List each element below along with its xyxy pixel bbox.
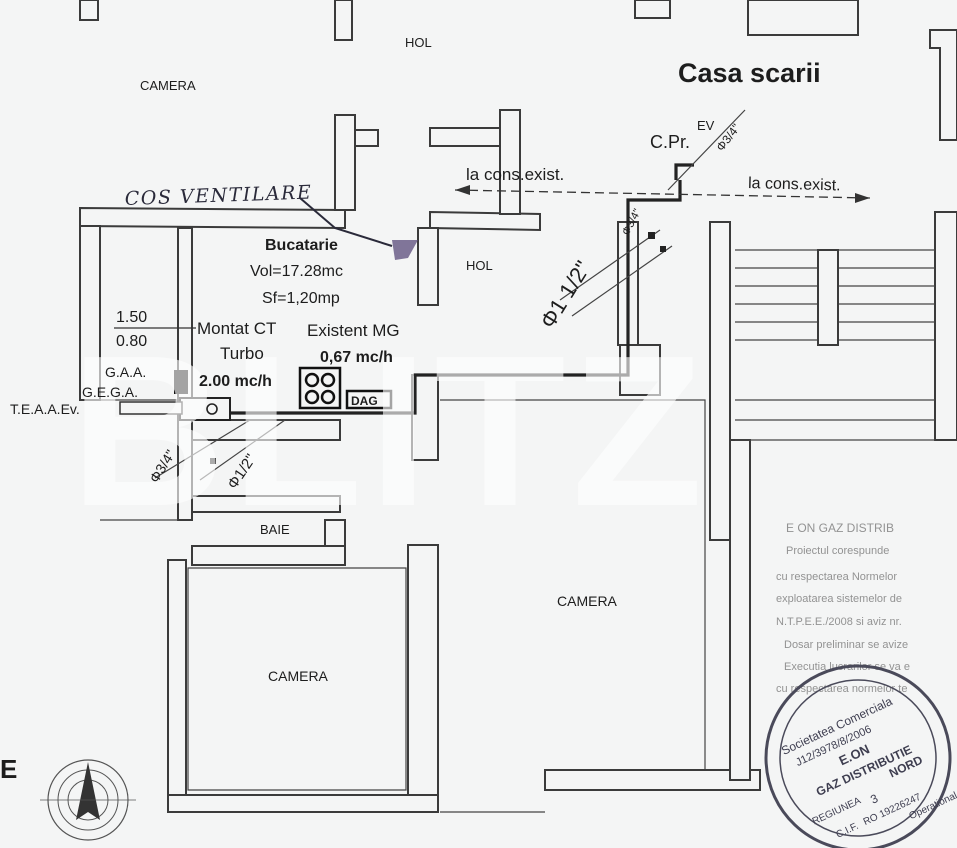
wall-corridor-right-2 xyxy=(619,344,661,396)
ev-line xyxy=(667,109,746,191)
room-camera-top-left: CAMERA xyxy=(140,78,196,93)
wall-kitchen-bottom xyxy=(191,419,341,441)
ventilation-pointer xyxy=(299,197,393,247)
wall-top-left xyxy=(79,206,346,230)
burner-icon xyxy=(320,372,336,388)
wall-bath-top xyxy=(191,495,341,513)
note-line: E ON GAZ DISTRIB xyxy=(786,521,894,535)
burner-icon xyxy=(304,372,320,388)
label-edge-letter: E xyxy=(0,754,17,784)
walls xyxy=(79,0,957,813)
kitchen-area: Sf=1,20mp xyxy=(262,290,340,307)
gaa-block xyxy=(174,370,188,394)
wall-stub-3 xyxy=(499,109,521,215)
label-montat-ct: Montat CT xyxy=(197,319,276,338)
label-turbo: Turbo xyxy=(220,344,264,363)
ventilation-mark xyxy=(392,240,418,260)
note-line: Dosar preliminar se avize xyxy=(784,639,908,651)
burner-icon xyxy=(304,389,320,405)
wall-stair-box xyxy=(709,221,731,541)
burner-icon xyxy=(320,389,336,405)
wall-stub-2 xyxy=(354,129,379,147)
handwritten-cos-ventilare: COS VENTILARE xyxy=(124,181,312,210)
pipe-main xyxy=(195,180,682,415)
room-camera-bottom-right: CAMERA xyxy=(557,593,618,609)
kitchen-volume: Vol=17.28mc xyxy=(250,263,343,280)
wall-bigroom-right xyxy=(729,439,751,781)
wall-top-mid xyxy=(429,210,541,232)
note-line: cu respectarea normelor te xyxy=(776,683,907,695)
wall-room-bottom xyxy=(167,794,439,813)
approval-note: E ON GAZ DISTRIB Proiectul corespunde cu… xyxy=(776,521,910,695)
wall-room-left xyxy=(167,559,187,811)
wall-stub-4 xyxy=(429,127,501,147)
wall-stub-1 xyxy=(334,114,356,211)
gas-pipe xyxy=(154,109,871,481)
label-cpr: C.Pr. xyxy=(650,132,690,152)
north-arrow-icon xyxy=(40,759,136,841)
wall-stub-top-c xyxy=(634,0,671,19)
note-line: cu respectarea Normelor xyxy=(776,571,897,583)
room-casa-scarii: Casa scarii xyxy=(678,58,821,88)
label-cons-existing-left: la cons.exist. xyxy=(466,165,564,184)
wall-col-a xyxy=(417,227,439,306)
label-flow-ct: 2.00 mc/h xyxy=(199,373,272,390)
room-camera-bottom-left: CAMERA xyxy=(268,668,329,684)
label-gega: G.E.G.A. xyxy=(82,384,138,400)
label-teaa: T.E.A.A.Ev. xyxy=(10,401,80,417)
wall-stub-top-d xyxy=(747,0,859,36)
wall-bottom-line xyxy=(100,399,545,813)
label-existent-mg: Existent MG xyxy=(307,321,400,340)
stairs xyxy=(735,249,935,441)
arrow-right xyxy=(855,193,870,203)
note-line: exploatarea sistemelor de xyxy=(776,593,902,605)
room-hol-top: HOL xyxy=(405,35,432,50)
dim-riser-2 xyxy=(571,245,673,317)
label-flow-mg: 0,67 mc/h xyxy=(320,349,393,366)
dim-riser-1 xyxy=(559,229,661,301)
appliances xyxy=(119,197,418,421)
label-frac-top: 1.50 xyxy=(116,309,147,326)
wall-stub-top-b xyxy=(79,0,99,21)
label-frac-bottom: 0.80 xyxy=(116,333,147,350)
note-line: Proiectul corespunde xyxy=(786,545,889,557)
wall-stub-top-a xyxy=(334,0,353,41)
wall-stub-top-e xyxy=(929,29,957,141)
stamp-line: C.I.F. xyxy=(835,821,861,841)
wall-stair-right xyxy=(934,211,957,441)
stamp-line: 3 xyxy=(868,791,880,807)
wall-bigroom-bottom xyxy=(544,769,761,791)
dag-box xyxy=(345,389,393,410)
company-stamp: Societatea Comerciala J12/3978/8/2006 E.… xyxy=(764,664,957,848)
boiler-outlet-icon xyxy=(206,403,218,415)
wall-room-right xyxy=(407,544,439,811)
teaa-bar xyxy=(119,401,183,415)
dim-bottom-1 xyxy=(154,419,251,479)
wall-room-inner xyxy=(187,567,407,791)
dim-bottom-2 xyxy=(199,419,286,481)
wall-bath-right xyxy=(324,519,346,547)
label-dag: DAG xyxy=(351,394,378,408)
valve-mark-2 xyxy=(660,246,666,252)
room-bucatarie: Bucatarie xyxy=(265,237,338,254)
wall-bath-bottom xyxy=(191,545,346,566)
watermark-text: BLITZ xyxy=(70,310,709,551)
label-gaa: G.A.A. xyxy=(105,364,146,380)
valve-mark-3 xyxy=(210,458,216,464)
note-line: N.T.P.E.E./2008 si aviz nr. xyxy=(776,616,902,628)
watermark: BLITZ xyxy=(70,310,709,551)
room-hol-mid: HOL xyxy=(466,258,493,273)
label-ev: EV xyxy=(697,118,715,133)
label-cons-existing-right: la cons.exist. xyxy=(748,175,841,194)
room-baie: BAIE xyxy=(260,522,290,537)
pipe-riser-top xyxy=(674,163,694,180)
arrow-left xyxy=(455,185,470,195)
valve-mark-1 xyxy=(648,232,655,239)
